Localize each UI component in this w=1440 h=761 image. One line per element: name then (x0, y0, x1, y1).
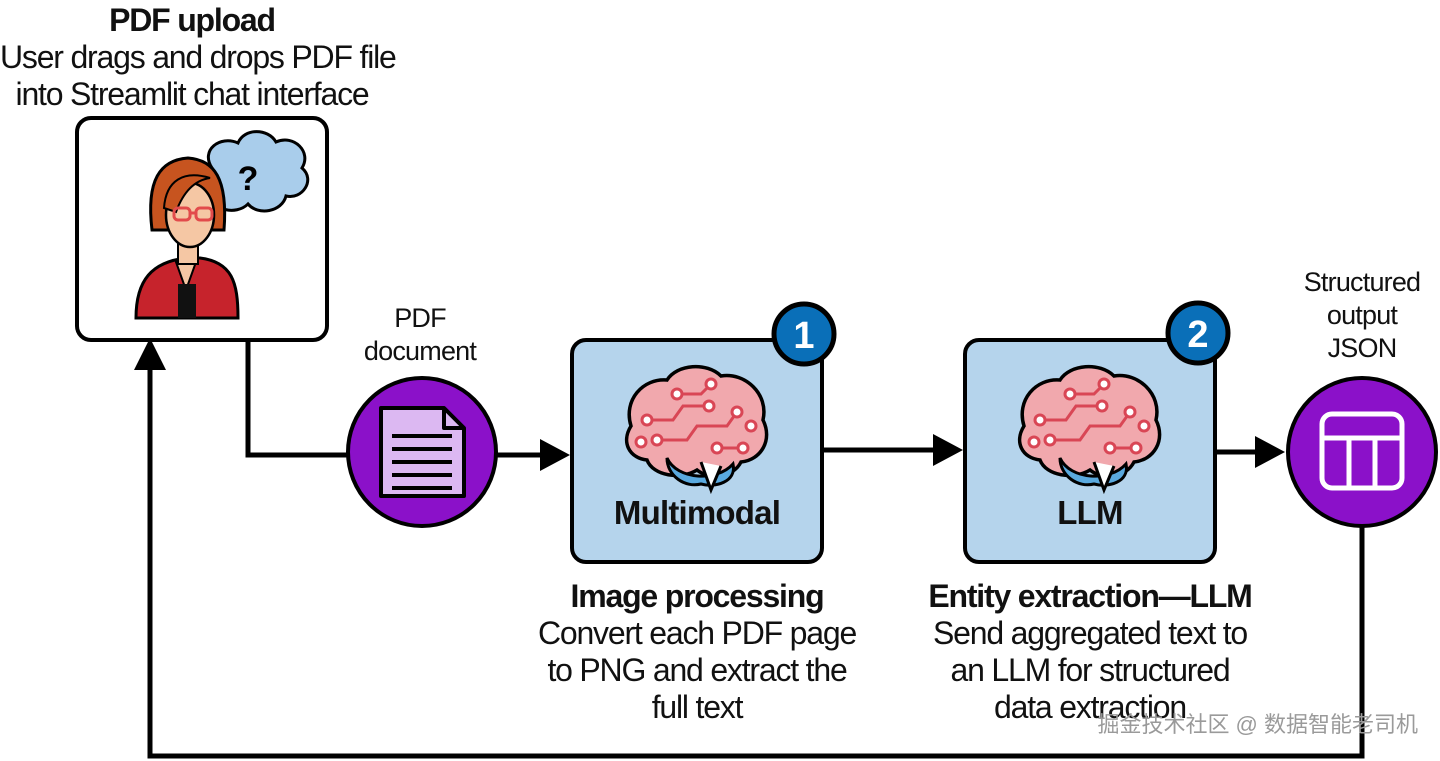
watermark-text: 掘金技术社区 @ 数据智能老司机 (1097, 712, 1418, 737)
upload-line1: User drags and drops PDF file (0, 39, 397, 75)
image-processing-line2: to PNG and extract the (547, 652, 847, 688)
step-1-badge: 1 (771, 301, 837, 367)
upload-title: PDF upload (109, 2, 276, 38)
image-processing-caption: Image processing Convert each PDF page t… (522, 578, 872, 726)
upload-user-box: ? (75, 116, 329, 342)
entity-extraction-title: Entity extraction—LLM (928, 578, 1252, 614)
pdf-node-label: PDF document (350, 302, 490, 368)
pdf-label-line2: document (363, 336, 477, 366)
upload-to-pdf-connector (245, 340, 350, 458)
entity-extraction-line3: data extraction (994, 689, 1187, 725)
image-processing-line1: Convert each PDF page (537, 615, 857, 651)
multimodal-box: 1 (570, 301, 837, 564)
output-label-line1: Structured (1303, 267, 1421, 297)
pdf-document-node (346, 376, 498, 528)
llm-box: 2 (963, 300, 1231, 564)
structured-output-node (1286, 376, 1438, 528)
feedback-loop-line (147, 365, 1365, 759)
multimodal-label: Multimodal (613, 494, 781, 531)
arrowhead-to-llm (933, 434, 963, 466)
thought-question-mark: ? (238, 160, 259, 198)
step-2-badge: 2 (1165, 300, 1231, 366)
step-1-number: 1 (793, 315, 814, 357)
entity-extraction-line2: an LLM for structured (950, 652, 1231, 688)
entity-extraction-line1: Send aggregated text to (933, 615, 1248, 651)
upload-caption: PDF upload User drags and drops PDF file… (0, 2, 397, 113)
table-icon (1319, 411, 1405, 491)
arrowhead-to-output (1255, 436, 1285, 468)
step-2-number: 2 (1187, 314, 1208, 356)
output-label-line2: output (1326, 300, 1398, 330)
brain-icon (625, 364, 769, 495)
arrowheads (134, 338, 1285, 471)
output-label-line3: JSON (1327, 333, 1398, 363)
pdf-label-line1: PDF (394, 303, 446, 333)
upload-line2: into Streamlit chat interface (15, 76, 370, 112)
output-node-label: Structured output JSON (1280, 266, 1440, 365)
brain-icon (1018, 364, 1162, 495)
document-icon (379, 406, 466, 498)
arrowhead-to-multimodal (540, 439, 570, 471)
user-avatar-icon (134, 156, 240, 320)
entity-extraction-caption: Entity extraction—LLM Send aggregated te… (905, 578, 1275, 726)
llm-label: LLM (1057, 494, 1123, 531)
arrowhead-to-upload (134, 338, 166, 370)
image-processing-title: Image processing (570, 578, 825, 614)
image-processing-line3: full text (651, 689, 744, 725)
connectors (147, 340, 1365, 759)
